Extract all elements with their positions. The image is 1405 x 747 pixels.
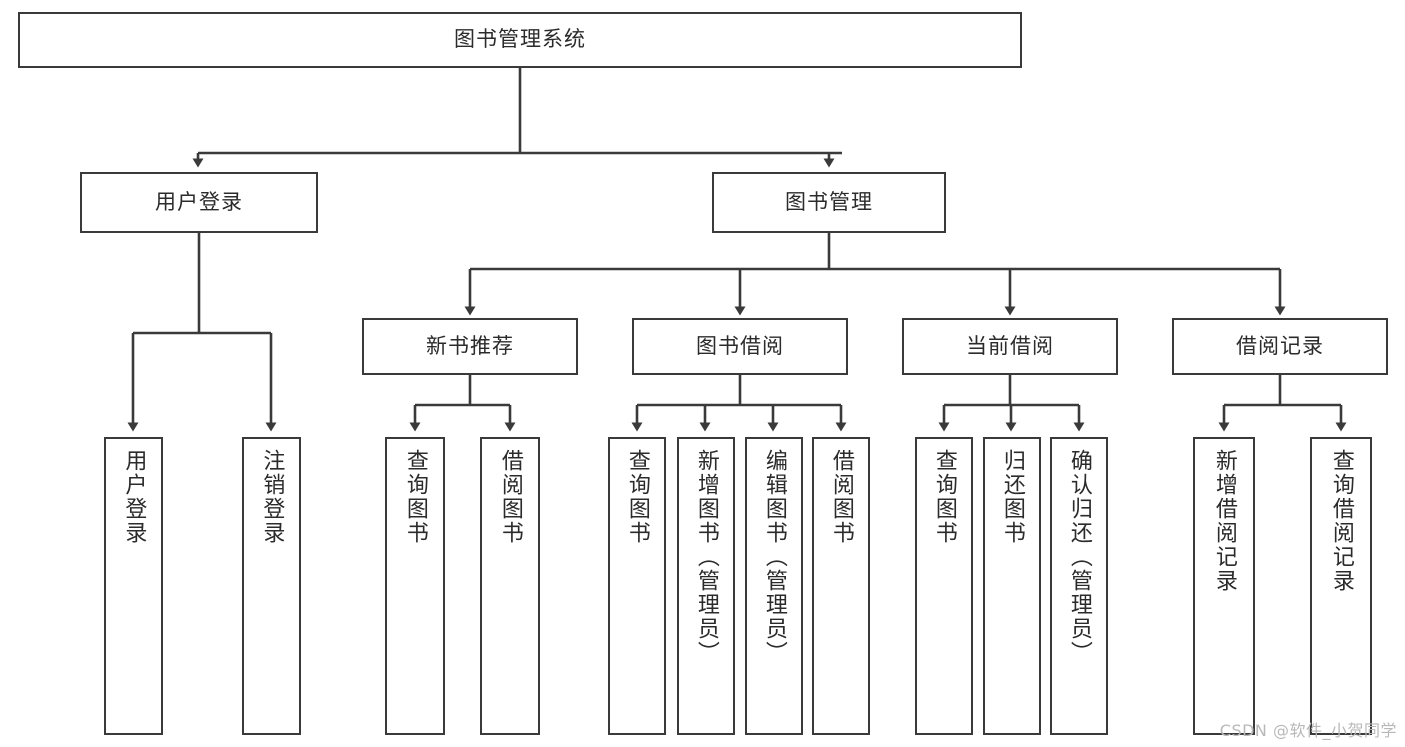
node-label: 用户登录 [121, 449, 147, 545]
leaf-book-borrow-query-book[interactable]: 查询图书 [608, 437, 666, 735]
node-label: 图书管理系统 [454, 27, 586, 52]
leaf-user-login-logout[interactable]: 注销登录 [242, 437, 301, 735]
node-label: 归还图书 [999, 449, 1025, 545]
node-label: 查询图书 [931, 449, 957, 545]
node-current-borrow[interactable]: 当前借阅 [902, 318, 1118, 375]
node-book-borrow[interactable]: 图书借阅 [632, 318, 848, 375]
node-label: 查询图书 [402, 449, 428, 545]
node-root-book-management-system[interactable]: 图书管理系统 [18, 12, 1022, 68]
node-label: 图书借阅 [696, 333, 784, 358]
node-label: 新增借阅记录 [1211, 449, 1237, 593]
leaf-borrow-record-add-record[interactable]: 新增借阅记录 [1193, 437, 1255, 735]
watermark: CSDN @软件_小贺同学 [1219, 721, 1397, 740]
leaf-new-book-borrow-book[interactable]: 借阅图书 [480, 437, 540, 735]
leaf-current-borrow-query-book[interactable]: 查询图书 [915, 437, 973, 735]
leaf-current-borrow-return-book[interactable]: 归还图书 [983, 437, 1041, 735]
leaf-book-borrow-add-book-admin[interactable]: 新增图书（管理员） [677, 437, 735, 735]
node-label: 查询借阅记录 [1328, 449, 1354, 593]
node-label: 借阅图书 [497, 449, 523, 545]
node-label: 确认归还（管理员） [1066, 449, 1092, 665]
leaf-user-login-login[interactable]: 用户登录 [104, 437, 163, 735]
leaf-book-borrow-edit-book-admin[interactable]: 编辑图书（管理员） [745, 437, 803, 735]
node-label: 当前借阅 [966, 333, 1054, 358]
node-user-login[interactable]: 用户登录 [80, 172, 318, 233]
node-label: 借阅记录 [1236, 333, 1324, 358]
node-borrow-record[interactable]: 借阅记录 [1172, 318, 1388, 375]
leaf-borrow-record-query-record[interactable]: 查询借阅记录 [1310, 437, 1372, 735]
node-label: 注销登录 [259, 449, 285, 545]
node-label: 用户登录 [155, 189, 243, 214]
node-book-management[interactable]: 图书管理 [712, 172, 946, 233]
node-new-book-recommend[interactable]: 新书推荐 [362, 318, 578, 375]
node-label: 图书管理 [785, 189, 873, 214]
leaf-current-borrow-confirm-return-admin[interactable]: 确认归还（管理员） [1050, 437, 1108, 735]
node-label: 借阅图书 [828, 449, 854, 545]
node-label: 新增图书（管理员） [693, 449, 719, 665]
node-label: 编辑图书（管理员） [761, 449, 787, 665]
leaf-new-book-query-book[interactable]: 查询图书 [385, 437, 445, 735]
node-label: 新书推荐 [426, 333, 514, 358]
node-label: 查询图书 [624, 449, 650, 545]
leaf-book-borrow-borrow-book[interactable]: 借阅图书 [812, 437, 870, 735]
